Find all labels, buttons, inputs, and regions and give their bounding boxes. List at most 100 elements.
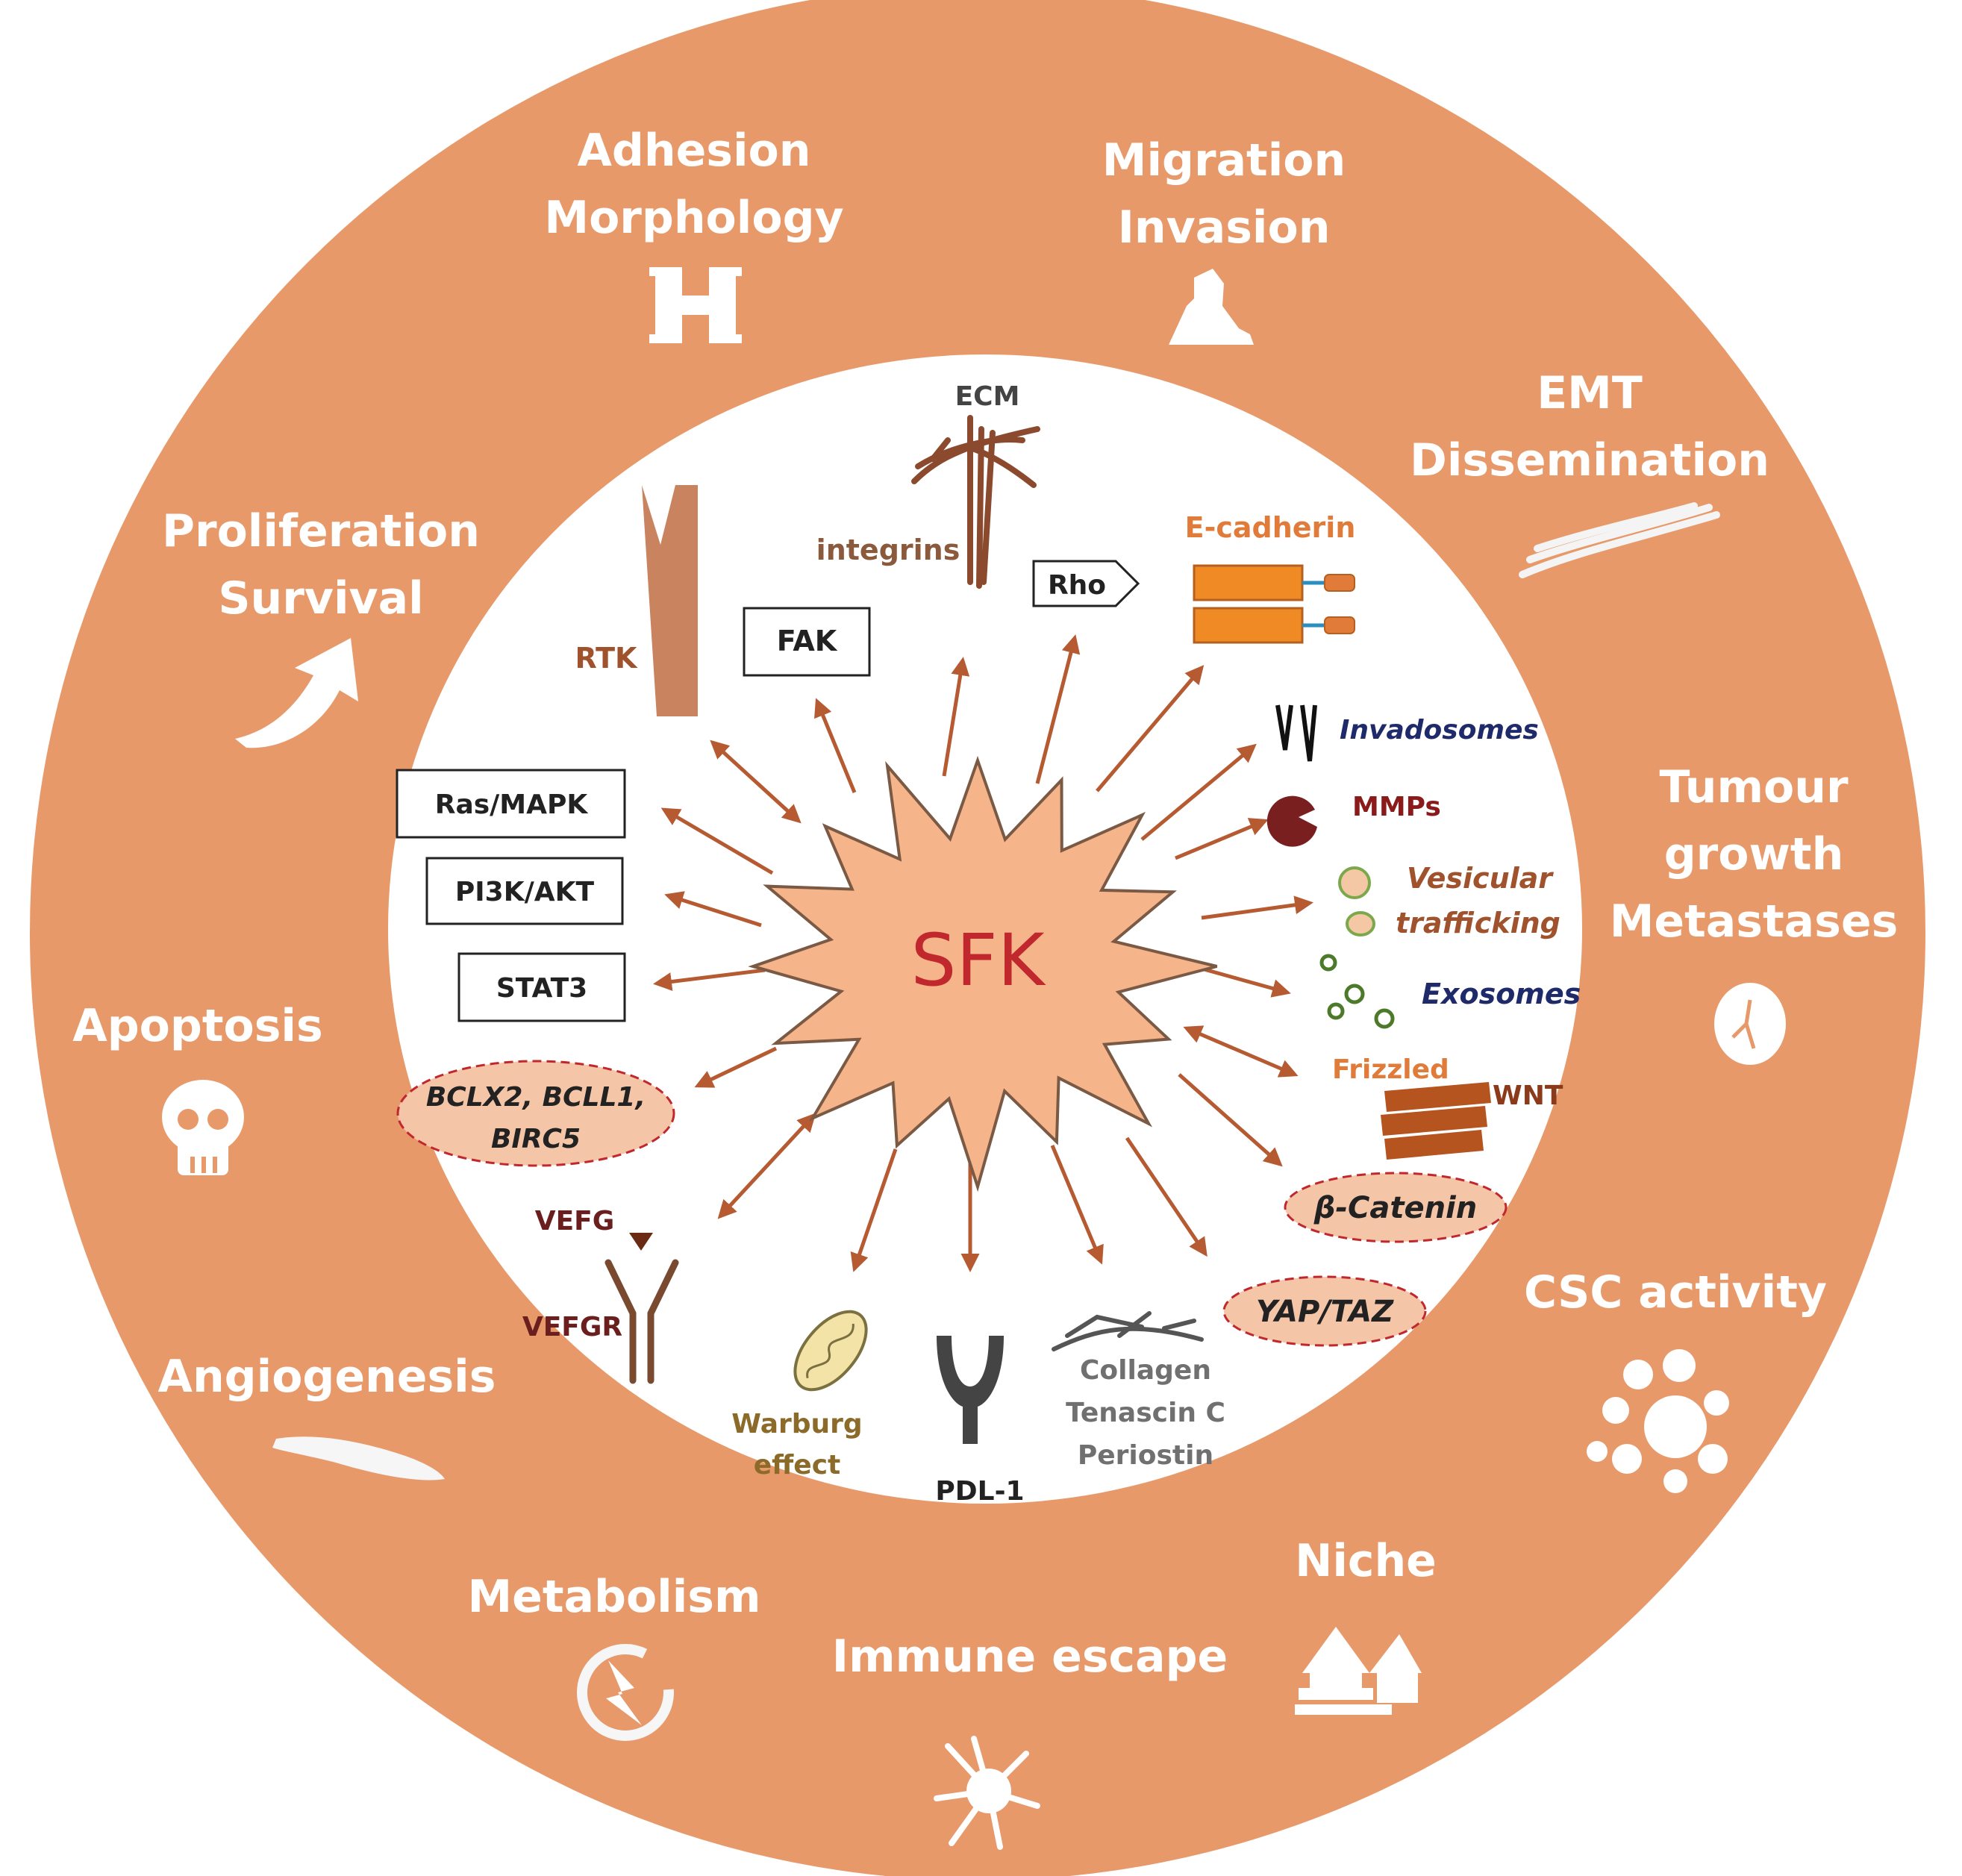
rho-label: Rho [1048, 570, 1106, 601]
label-apoptosis: Apoptosis [72, 1000, 322, 1052]
arrow-warburg [850, 1148, 898, 1272]
mmps-icon [1266, 795, 1317, 847]
label-niche: Niche [1295, 1535, 1437, 1587]
label-angiogenesis: Angiogenesis [158, 1351, 496, 1403]
outer-label-adhesion: Adhesion Morphology [544, 125, 843, 244]
csc-icon [1587, 1349, 1729, 1493]
frizzled-label: Frizzled [1332, 1054, 1449, 1085]
outer-label-metabolism: Metabolism [467, 1571, 760, 1623]
wnt-label: WNT [1493, 1081, 1563, 1111]
catenin-label: β-Catenin [1313, 1191, 1478, 1225]
proliferation-arrow-icon [235, 638, 358, 748]
invadosomes-label: Invadosomes [1340, 715, 1539, 745]
label-immune: Immune escape [832, 1630, 1228, 1683]
label-migration: Migration [1102, 134, 1346, 187]
ras-box [396, 769, 626, 839]
skull-icon [162, 1080, 244, 1175]
arrow-collagen [1050, 1145, 1104, 1265]
outer-label-tumour: Tumour growth Metastases [1610, 761, 1899, 948]
label-metastases: Metastases [1610, 895, 1899, 948]
label-morphology: Morphology [544, 192, 843, 244]
bclx-label-line1: BCLX2, BCLL1, [426, 1082, 646, 1113]
trafficking-label: trafficking [1396, 907, 1560, 939]
arrow-ras [660, 807, 774, 875]
outer-label-proliferation: Proliferation Survival [162, 505, 480, 625]
arrow-exosomes [1201, 966, 1291, 998]
niche-icon [1295, 1627, 1422, 1715]
pi3k-box [425, 857, 624, 925]
pdl1-label: PDL-1 [935, 1476, 1024, 1507]
label-survival: Survival [218, 572, 423, 625]
outer-label-angiogenesis: Angiogenesis [158, 1351, 496, 1403]
mmps-label: MMPs [1352, 792, 1441, 822]
arrow-frizzled [1183, 1025, 1299, 1078]
rho-box [1032, 560, 1140, 607]
stat3-label: STAT3 [496, 973, 587, 1004]
bclx-ellipse [396, 1060, 675, 1167]
label-dissemination: Dissemination [1410, 434, 1769, 487]
arrow-yaptaz [1125, 1136, 1207, 1257]
arrow-invadosomes [1140, 743, 1257, 841]
arrow-vesicular [1201, 895, 1313, 920]
arrow-bclx [694, 1046, 778, 1088]
label-growth: growth [1664, 828, 1844, 881]
rtk-label: RTK [575, 642, 638, 675]
periostin-label: Periostin [1078, 1440, 1213, 1471]
ecadherin-label: E-cadherin [1185, 511, 1356, 544]
outer-label-migration: Migration Invasion [1102, 134, 1346, 254]
label-csc: CSC activity [1524, 1266, 1827, 1319]
migration-icon [1169, 269, 1254, 345]
collagen-label: Collagen [1080, 1355, 1211, 1386]
sfk-label: SFK [910, 919, 1046, 1002]
integrin-fibers-icon [911, 415, 1040, 589]
vefg-label: VEFG [535, 1206, 615, 1236]
outer-label-niche: Niche [1295, 1535, 1437, 1587]
arrows [653, 634, 1313, 1272]
arrow-stat3 [653, 968, 766, 991]
fak-label: FAK [777, 625, 838, 657]
tumour-icon [1714, 983, 1786, 1065]
label-proliferation: Proliferation [162, 505, 480, 557]
yaptaz-ellipse [1222, 1275, 1427, 1347]
ecadherin-icon [1193, 564, 1355, 644]
yaptaz-label: YAP/TAZ [1256, 1295, 1394, 1329]
outer-label-immune: Immune escape [832, 1630, 1228, 1683]
metabolism-icon [577, 1644, 674, 1741]
vegf-ligand-icon [629, 1233, 653, 1251]
pdl1-icon [937, 1336, 1004, 1444]
integrins-label: integrins [816, 534, 960, 566]
vesicular-label: Vesicular [1407, 862, 1554, 895]
ras-label: Ras/MAPK [435, 790, 589, 820]
ecm-label: ECM [955, 381, 1020, 412]
label-adhesion: Adhesion [577, 125, 810, 177]
angiogenesis-icon [272, 1436, 445, 1481]
vegfr-receptor-icon [604, 1259, 679, 1384]
label-invasion: Invasion [1118, 201, 1331, 254]
sfk-star [748, 755, 1218, 1192]
immune-icon [934, 1736, 1040, 1850]
wnt-icon [1381, 1082, 1491, 1160]
label-tumour: Tumour [1659, 761, 1849, 813]
arrow-fak [814, 698, 857, 793]
collagen-fibers-icon [1052, 1311, 1204, 1351]
warburg-label: Warburg [731, 1409, 862, 1439]
vefgr-label: VEFGR [522, 1312, 622, 1342]
rtk-receptor-icon [642, 485, 698, 716]
arrow-pi3k [664, 891, 762, 928]
arrow-mmps [1175, 818, 1269, 860]
tenascin-label: Tenascin C [1066, 1398, 1225, 1428]
outer-label-apoptosis: Apoptosis [72, 1000, 322, 1052]
effect-label: effect [754, 1450, 841, 1481]
stat3-box [457, 952, 626, 1022]
arrow-catenin [1178, 1073, 1283, 1167]
arrow-rtk [710, 740, 802, 824]
arrow-integrins [942, 657, 970, 777]
fak-box [743, 607, 871, 677]
vesicle-icon [1338, 866, 1375, 937]
arrow-rho [1035, 634, 1081, 784]
emt-icon [1519, 502, 1720, 578]
outer-label-csc: CSC activity [1524, 1266, 1827, 1319]
outer-label-emt: EMT Dissemination [1410, 367, 1769, 487]
